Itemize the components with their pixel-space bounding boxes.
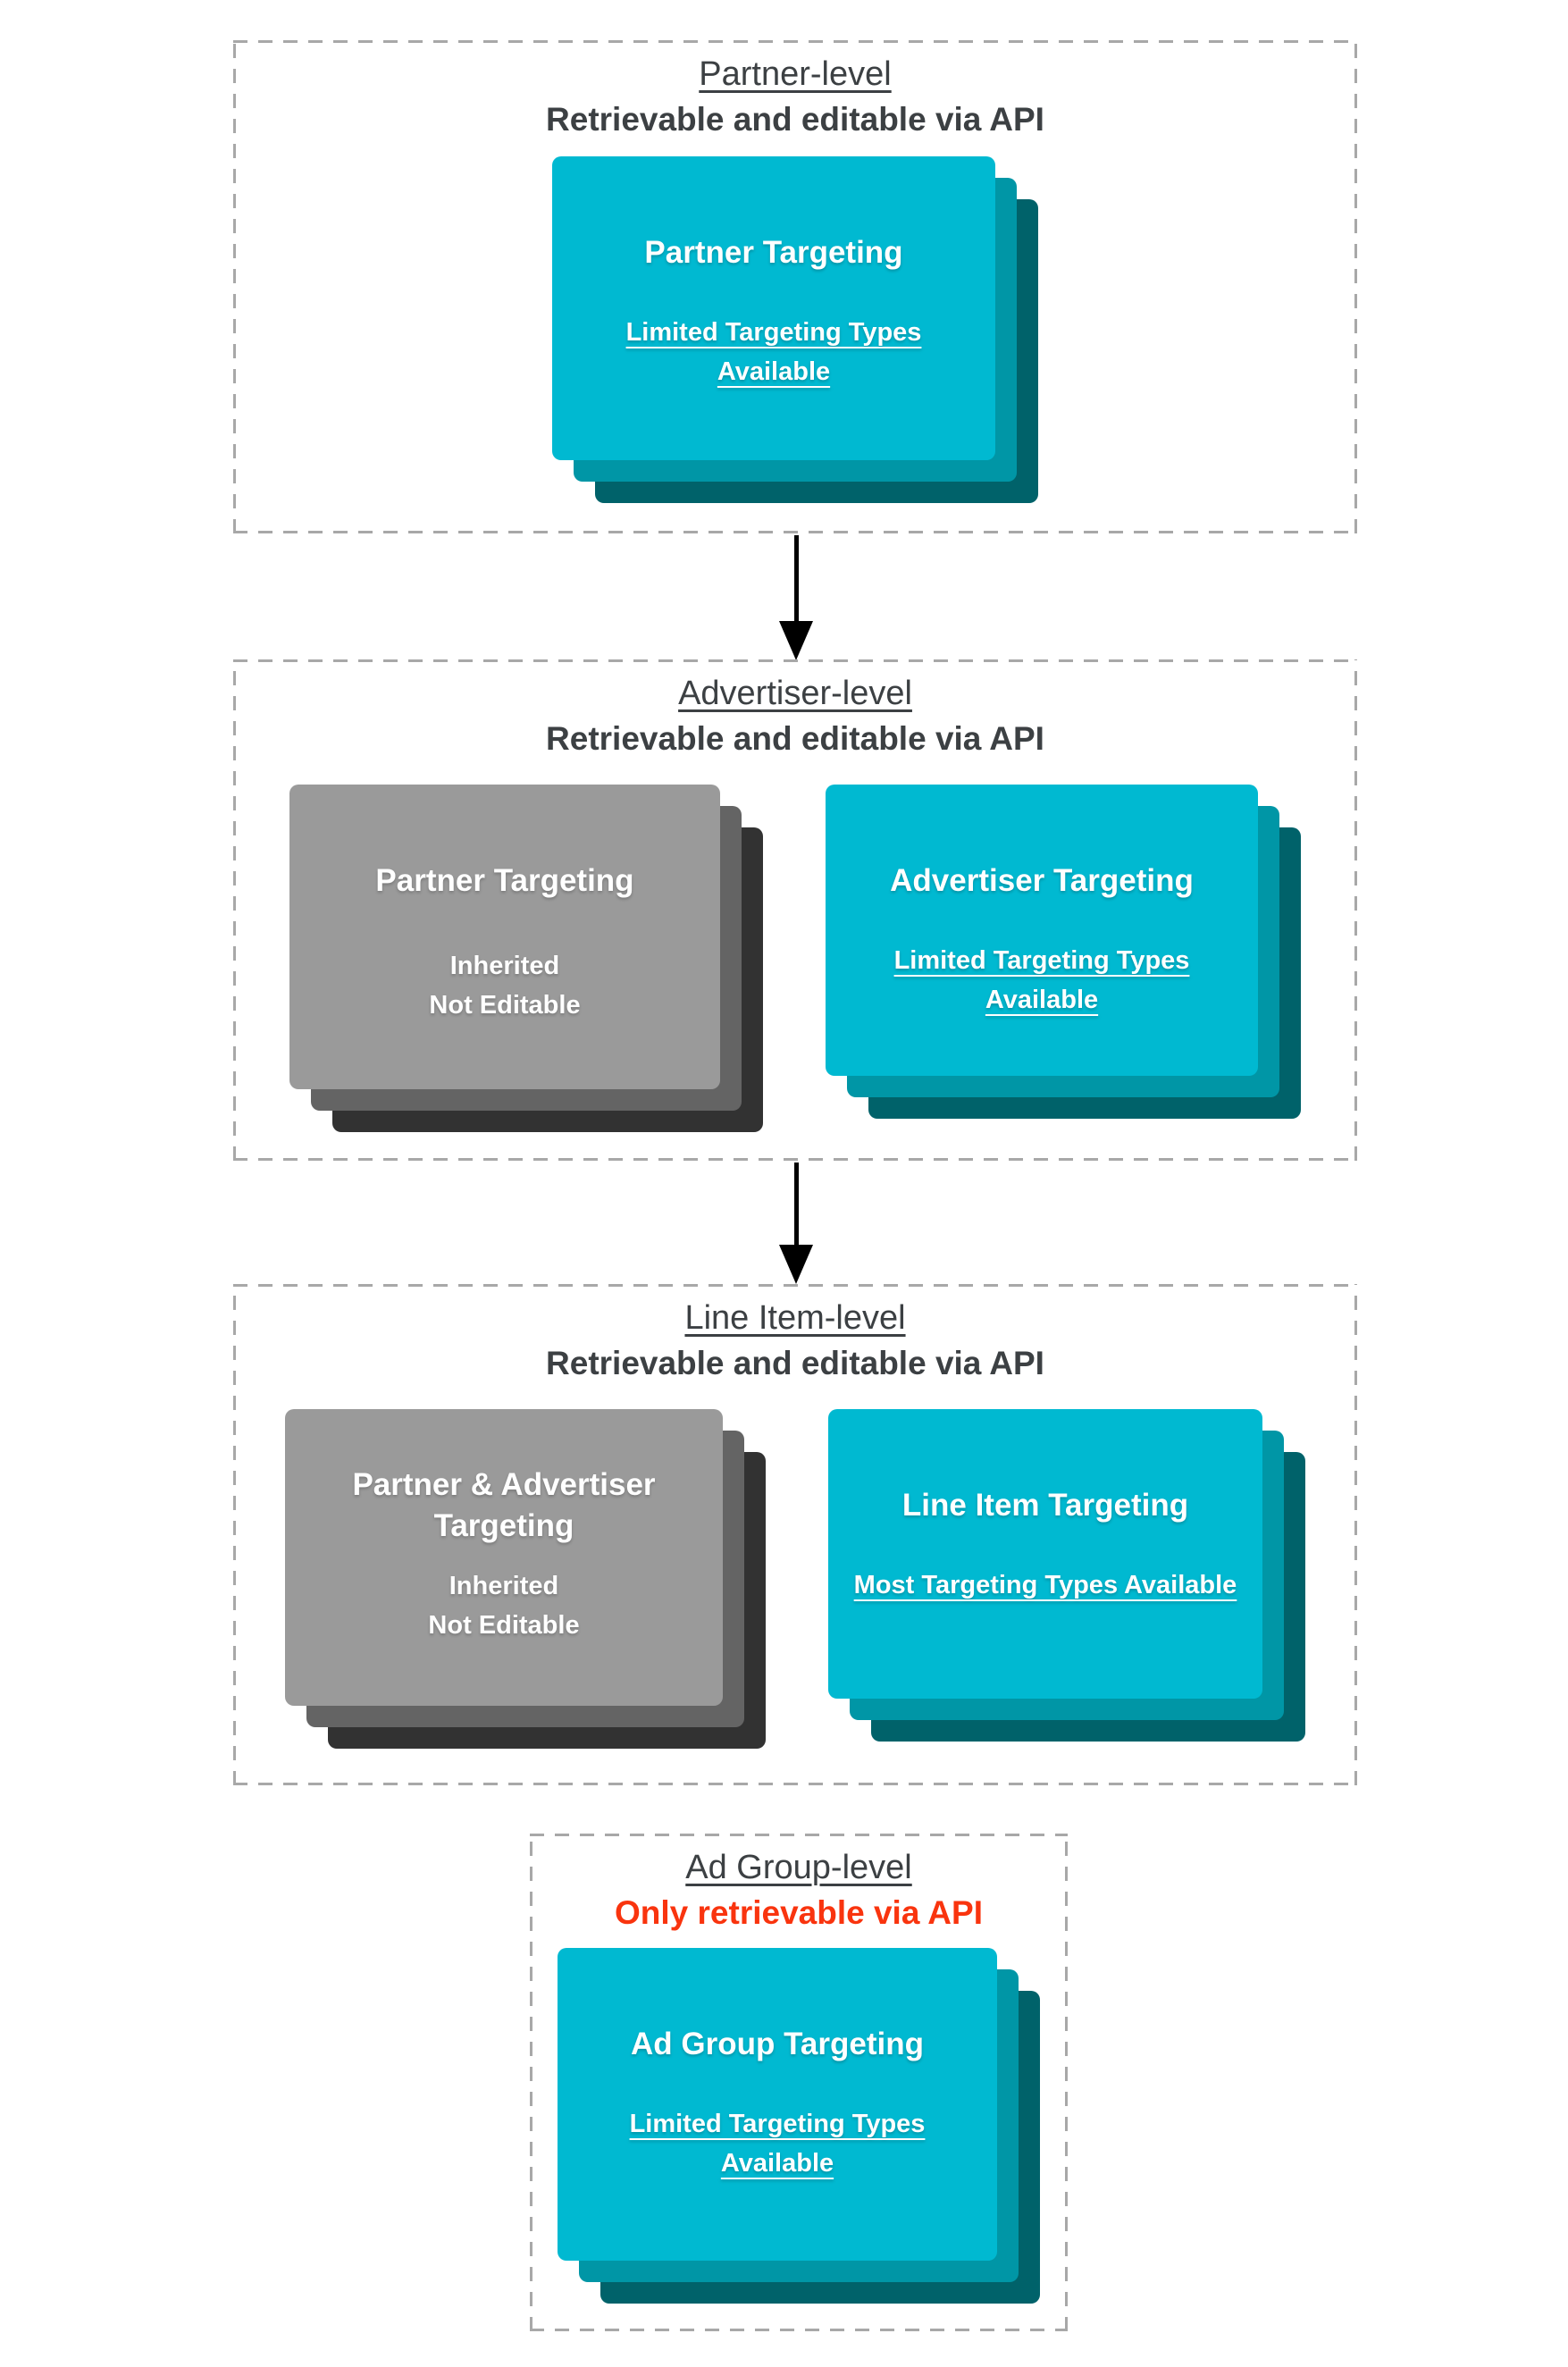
card-stack-advertiser-targeting: Advertiser Targeting Limited Targeting T… xyxy=(826,785,1301,1119)
section-title-advertiser-level: Advertiser-level xyxy=(678,675,912,712)
arrow-head-icon xyxy=(779,621,813,660)
section-subtitle-line-item-level: Retrievable and editable via API xyxy=(546,1345,1044,1381)
cards-row-partner: Partner Targeting Limited Targeting Type… xyxy=(552,156,1038,503)
card-line-item-targeting: Line Item Targeting Most Targeting Types… xyxy=(828,1409,1262,1699)
card-ad-group-targeting: Ad Group Targeting Limited Targeting Typ… xyxy=(558,1948,997,2261)
cards-row-lineitem: Partner & Advertiser Targeting Inherited… xyxy=(285,1409,1305,1749)
card-partner-targeting: Partner Targeting Limited Targeting Type… xyxy=(552,156,995,460)
section-subtitle-partner-level: Retrievable and editable via API xyxy=(546,101,1044,138)
card-line-not-editable: Not Editable xyxy=(429,991,581,1020)
card-inherited-partner-targeting: Partner Targeting Inherited Not Editable xyxy=(289,785,720,1089)
section-title-partner-level: Partner-level xyxy=(699,55,892,93)
card-lines: Inherited Not Editable xyxy=(429,946,580,1025)
flow-arrow-partner-to-advertiser xyxy=(779,535,813,660)
flow-arrow-advertiser-to-lineitem xyxy=(779,1163,813,1284)
card-line-not-editable: Not Editable xyxy=(428,1611,580,1640)
card-body: Limited Targeting Types Available xyxy=(625,318,922,386)
card-title: Partner Targeting xyxy=(644,235,903,270)
section-ad-group-level: Ad Group-level Only retrievable via API … xyxy=(530,1834,1068,2331)
card-advertiser-targeting: Advertiser Targeting Limited Targeting T… xyxy=(826,785,1258,1076)
card-stack-ad-group-targeting: Ad Group Targeting Limited Targeting Typ… xyxy=(558,1948,1040,2304)
arrow-shaft xyxy=(793,1163,799,1245)
card-title: Partner Targeting xyxy=(375,863,634,898)
card-inherited-partner-advertiser-targeting: Partner & Advertiser Targeting Inherited… xyxy=(285,1409,723,1706)
section-subtitle-advertiser-level: Retrievable and editable via API xyxy=(546,720,1044,757)
card-title: Partner & Advertiser Targeting xyxy=(352,1467,656,1543)
card-stack-line-item-targeting: Line Item Targeting Most Targeting Types… xyxy=(828,1409,1305,1742)
card-line-inherited: Inherited xyxy=(449,952,560,980)
card-lines: Inherited Not Editable xyxy=(428,1566,579,1645)
card-body: Limited Targeting Types Available xyxy=(629,2110,926,2178)
card-stack-partner-targeting: Partner Targeting Limited Targeting Type… xyxy=(552,156,1038,503)
card-title: Line Item Targeting xyxy=(901,1488,1189,1523)
card-stack-inherited-partner-targeting: Partner Targeting Inherited Not Editable xyxy=(289,785,763,1132)
cards-row-adgroup: Ad Group Targeting Limited Targeting Typ… xyxy=(558,1948,1040,2304)
section-advertiser-level: Advertiser-level Retrievable and editabl… xyxy=(233,659,1357,1161)
card-line-inherited: Inherited xyxy=(449,1572,559,1600)
card-title: Ad Group Targeting xyxy=(631,2027,924,2061)
arrow-head-icon xyxy=(779,1245,813,1284)
card-title: Advertiser Targeting xyxy=(890,863,1194,898)
section-partner-level: Partner-level Retrievable and editable v… xyxy=(233,40,1357,533)
card-stack-inherited-partner-advertiser-targeting: Partner & Advertiser Targeting Inherited… xyxy=(285,1409,766,1749)
section-title-line-item-level: Line Item-level xyxy=(684,1299,906,1337)
arrow-shaft xyxy=(793,535,799,621)
section-subtitle-ad-group-level: Only retrievable via API xyxy=(615,1894,983,1931)
card-body: Most Targeting Types Available xyxy=(853,1571,1237,1599)
section-title-ad-group-level: Ad Group-level xyxy=(685,1849,912,1886)
cards-row-advertiser: Partner Targeting Inherited Not Editable… xyxy=(289,785,1301,1132)
section-line-item-level: Line Item-level Retrievable and editable… xyxy=(233,1284,1357,1785)
card-body: Limited Targeting Types Available xyxy=(893,946,1190,1014)
